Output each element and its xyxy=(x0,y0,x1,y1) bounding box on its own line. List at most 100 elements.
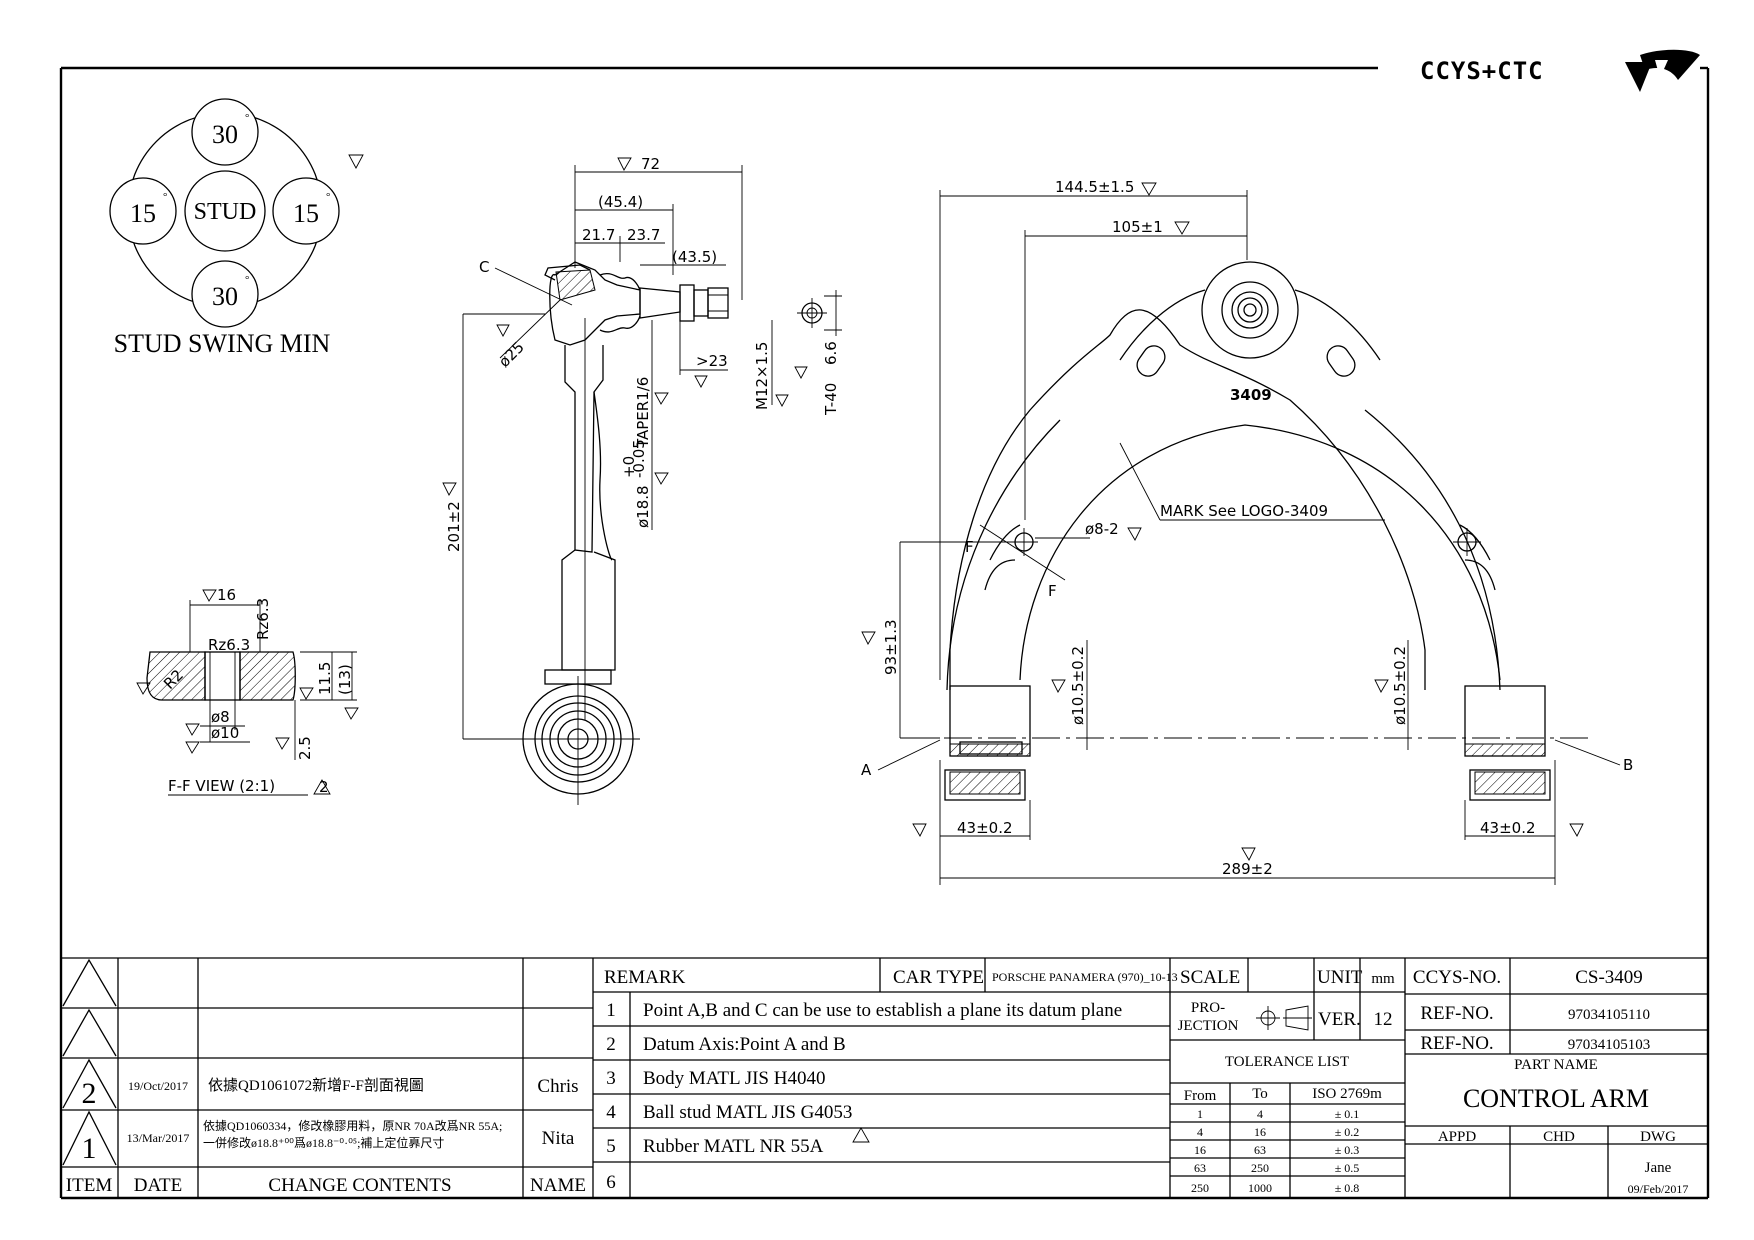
dim-43-left: 43±0.2 xyxy=(957,819,1013,837)
dim-taper: TAPER1/6 xyxy=(634,377,652,449)
tol-to: 250 xyxy=(1251,1161,1269,1175)
remark-text: Body MATL JIS H4040 xyxy=(643,1068,825,1089)
remark-number: 2 xyxy=(606,1034,616,1055)
car-type-label: CAR TYPE xyxy=(893,967,984,988)
ff-dim-2-5: 2.5 xyxy=(296,736,314,760)
ver-value: 12 xyxy=(1374,1009,1393,1030)
appd-label: APPD xyxy=(1438,1129,1477,1145)
unit-value: mm xyxy=(1371,971,1395,987)
front-view: 3409 144.5±1.5 105±1 xyxy=(861,178,1633,885)
rev-name: Nita xyxy=(542,1128,575,1149)
title-block-grid xyxy=(61,957,1708,1198)
dim-m12: M12×1.5 xyxy=(753,342,771,410)
tol-to: 1000 xyxy=(1248,1181,1272,1195)
rev-item: 2 xyxy=(82,1077,97,1110)
dwg-name: Jane xyxy=(1645,1160,1672,1176)
ref1-value: 97034105110 xyxy=(1568,1007,1650,1023)
projection-label: JECTION xyxy=(1178,1018,1239,1034)
tol-from-header: From xyxy=(1184,1088,1217,1104)
ff-dim-8: ø8 xyxy=(211,708,230,726)
ff-rev-mark: 2 xyxy=(319,778,329,796)
dim-43-5: (43.5) xyxy=(672,248,717,266)
tol-value: ± 0.3 xyxy=(1335,1143,1360,1157)
dwg-label: DWG xyxy=(1640,1129,1676,1145)
rev-date: 13/Mar/2017 xyxy=(127,1131,190,1145)
label-f2: F xyxy=(1048,582,1057,600)
tol-from: 63 xyxy=(1194,1161,1206,1175)
revision-table: ITEM DATE CHANGE CONTENTS NAME 2 19/Oct/… xyxy=(66,1076,586,1196)
remark-title: REMARK xyxy=(604,967,686,988)
dim-105: 105±1 xyxy=(1112,218,1163,236)
remark-number: 6 xyxy=(606,1172,616,1193)
ff-dim-16: 16 xyxy=(217,586,236,604)
swing-caption: STUD SWING MIN xyxy=(114,329,331,358)
label-b: B xyxy=(1623,756,1633,774)
rev-header-date: DATE xyxy=(134,1175,183,1196)
tol-from: 250 xyxy=(1191,1181,1209,1195)
ver-label: VER. xyxy=(1318,1009,1361,1030)
label-c: C xyxy=(479,258,489,276)
deg-mark: ° xyxy=(245,112,249,124)
remark-number: 3 xyxy=(606,1068,616,1089)
ff-dim-10: ø10 xyxy=(211,724,239,742)
remark-text: Datum Axis:Point A and B xyxy=(643,1034,846,1055)
dim-23-7: 23.7 xyxy=(627,226,660,244)
part-mark: 3409 xyxy=(1230,386,1272,404)
swing-center-label: STUD xyxy=(194,199,257,225)
remark-text: Rubber MATL NR 55A xyxy=(643,1136,824,1157)
remark-number: 1 xyxy=(606,1000,616,1021)
tolerance-title: TOLERANCE LIST xyxy=(1225,1054,1349,1070)
remark-text: Point A,B and C can be use to establish … xyxy=(643,1000,1122,1021)
dim-25: ø25 xyxy=(495,338,528,371)
rev-header-name: NAME xyxy=(530,1175,586,1196)
tol-to-header: To xyxy=(1252,1086,1268,1102)
tol-from: 1 xyxy=(1197,1107,1203,1121)
swing-right-value: 15 xyxy=(293,199,319,228)
remark-number: 5 xyxy=(606,1136,616,1157)
rev-change-line2: 一併修改ø18.8⁺⁰⁰爲ø18.8⁻⁰·⁰⁵;補上定位奡尺寸 xyxy=(203,1135,444,1150)
stud-swing-diagram: 30 ° 30 ° 15 ° 15 ° STUD STUD SWING MIN xyxy=(109,98,364,358)
ccys-value: CS-3409 xyxy=(1575,967,1643,988)
rev-change: 依據QD1061072新增F-F剖面視圖 xyxy=(208,1077,424,1094)
dim-6-6: 6.6 xyxy=(822,341,840,365)
remark-table: REMARK CAR TYPE PORSCHE PANAMERA (970)_1… xyxy=(604,967,1178,1193)
rev-item: 1 xyxy=(82,1132,97,1165)
tol-to: 16 xyxy=(1254,1125,1266,1139)
brand-logo-text: CCYS+CTC xyxy=(1420,57,1544,85)
ref1-label: REF-NO. xyxy=(1420,1003,1493,1024)
remark-number: 4 xyxy=(606,1102,616,1123)
rev-change: 依據QD1060334，修改橡膠用料，原NR 70A改爲NR 55A; xyxy=(203,1118,502,1133)
tol-to: 63 xyxy=(1254,1143,1266,1157)
dim-45-4: (45.4) xyxy=(598,193,643,211)
ff-rz-1: Rz6.3 xyxy=(208,636,250,654)
deg-mark: ° xyxy=(163,191,167,203)
deg-mark: ° xyxy=(245,274,249,286)
ccys-label: CCYS-NO. xyxy=(1413,967,1501,988)
part-name-value: CONTROL ARM xyxy=(1463,1084,1649,1113)
ff-view: 16 Rz6.3 Rz6.3 R2 ø8 ø10 11.5 (13) 2.5 F… xyxy=(136,586,359,796)
part-name-label: PART NAME xyxy=(1514,1057,1598,1073)
dim-21-7: 21.7 xyxy=(582,226,615,244)
rev-date: 19/Oct/2017 xyxy=(128,1079,188,1093)
dim-23: >23 xyxy=(696,352,728,370)
tol-from: 16 xyxy=(1194,1143,1206,1157)
dwg-date: 09/Feb/2017 xyxy=(1628,1182,1689,1196)
dim-289: 289±2 xyxy=(1222,860,1273,878)
tol-to: 4 xyxy=(1257,1107,1263,1121)
chd-label: CHD xyxy=(1543,1129,1575,1145)
swing-left-value: 15 xyxy=(130,199,156,228)
side-view: 72 (45.4) 21.7 23.7 (43.5) C xyxy=(442,155,842,805)
dim-8-2: ø8-2 xyxy=(1085,520,1119,538)
deg-mark: ° xyxy=(326,191,330,203)
dim-18-8-tol-dn: -0.05 xyxy=(630,439,648,478)
dim-18-8-tol-up: +0 xyxy=(620,456,638,478)
dim-10-5-right: ø10.5±0.2 xyxy=(1391,646,1409,725)
rev-header-item: ITEM xyxy=(66,1175,113,1196)
label-a: A xyxy=(861,761,872,779)
car-type-value: PORSCHE PANAMERA (970)_10-13 xyxy=(992,970,1178,984)
ff-rz-2: Rz6.3 xyxy=(254,598,272,640)
ff-view-caption: F-F VIEW (2:1) xyxy=(168,777,275,795)
projection-label: PRO- xyxy=(1191,1000,1225,1016)
dim-93: 93±1.3 xyxy=(882,619,900,675)
